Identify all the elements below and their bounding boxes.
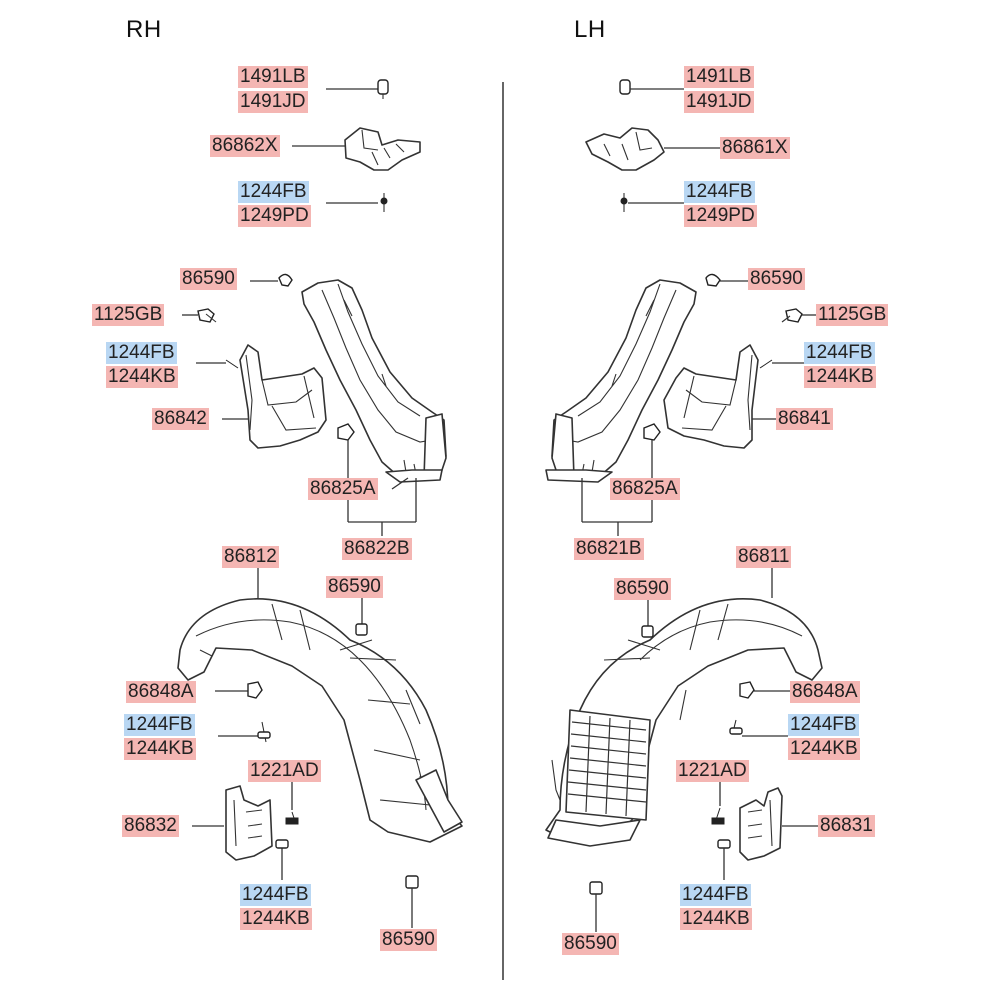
rh-rear-liner-icon	[301, 279, 447, 483]
lh-label-clip-top-2[interactable]: 1491JD	[684, 91, 754, 113]
rh-label-liner-front[interactable]: 86812	[222, 546, 279, 568]
rh-label-clip-liner[interactable]: 86590	[326, 576, 383, 598]
rh-lower-screw-icon	[275, 839, 289, 880]
rh-mud-guard-icon	[222, 344, 327, 449]
rh-label-clip-top-2[interactable]: 1491JD	[238, 91, 308, 113]
lh-clip-liner-icon	[641, 600, 654, 638]
lh-upper-screw-icon	[620, 193, 684, 212]
lh-label-screw-flap-2[interactable]: 1244KB	[804, 366, 876, 388]
rh-label-clip-bottom[interactable]: 86590	[380, 929, 437, 951]
lh-label-clip-liner[interactable]: 86590	[614, 578, 671, 600]
lh-label-clip-retainer[interactable]: 86825A	[610, 478, 680, 500]
rh-label-bolt-mid[interactable]: 1125GB	[92, 304, 165, 326]
lh-mud-guard-icon	[663, 344, 776, 449]
lh-lower-bolt-icon	[711, 782, 725, 825]
lh-label-liner-front[interactable]: 86811	[736, 546, 792, 568]
rh-lower-bolt-icon	[285, 782, 299, 825]
lh-liner-screw-icon	[729, 719, 788, 737]
rh-label-clip-grommet[interactable]: 86848A	[126, 681, 196, 703]
rh-upper-bracket-icon	[292, 127, 421, 171]
lh-liner-group-bracket	[581, 478, 653, 536]
rh-label-screw-flap-2[interactable]: 1244KB	[106, 366, 178, 388]
rh-bottom-clip-icon	[405, 875, 419, 928]
lh-label-liner-rear[interactable]: 86821B	[574, 538, 644, 560]
rh-bolt-mid-icon	[182, 308, 217, 323]
rh-liner-group-bracket	[347, 478, 417, 536]
rh-label-clip-mid[interactable]: 86590	[180, 268, 237, 290]
lh-label-bolt-mid[interactable]: 1125GB	[816, 304, 889, 326]
lh-rear-liner-icon	[545, 279, 697, 483]
lh-label-screw-lower-1[interactable]: 1244FB	[680, 884, 751, 906]
rh-label-screw-liner-1[interactable]: 1244FB	[124, 714, 195, 736]
lh-lower-bracket-icon	[739, 787, 820, 861]
rh-upper-screw-icon	[326, 193, 388, 212]
lh-label-bracket-upper[interactable]: 86861X	[720, 137, 790, 159]
lh-clip-mid-icon	[705, 273, 748, 287]
rh-label-screw-upper-1[interactable]: 1244FB	[238, 181, 309, 203]
rh-clip-mid-icon	[250, 273, 293, 287]
rh-label-bolt-lower[interactable]: 1221AD	[248, 760, 321, 782]
lh-front-liner-icon	[545, 568, 823, 847]
rh-side-title: RH	[126, 16, 162, 43]
rh-lower-bracket-icon	[192, 785, 273, 861]
rh-label-bracket-lower[interactable]: 86832	[122, 815, 179, 837]
rh-top-clip-icon	[326, 79, 389, 99]
lh-bolt-mid-icon	[781, 308, 816, 323]
lh-retainer-clip-icon	[643, 423, 661, 478]
rh-label-screw-lower-1[interactable]: 1244FB	[240, 884, 311, 906]
rh-flap-screw-icon	[196, 359, 239, 369]
rh-retainer-clip-icon	[337, 423, 355, 478]
lh-flap-screw-icon	[759, 359, 804, 369]
rh-label-clip-retainer[interactable]: 86825A	[308, 478, 378, 500]
lh-label-bracket-lower[interactable]: 86831	[818, 815, 875, 837]
lh-upper-bracket-icon	[585, 127, 720, 171]
rh-label-mud-guard[interactable]: 86842	[152, 408, 209, 430]
lh-label-clip-top-1[interactable]: 1491LB	[684, 66, 754, 88]
lh-label-clip-bottom[interactable]: 86590	[562, 933, 619, 955]
lh-side-title: LH	[574, 16, 606, 43]
rh-label-screw-upper-2[interactable]: 1249PD	[238, 205, 311, 227]
rh-liner-screw-icon	[218, 721, 271, 743]
rh-label-bracket-upper[interactable]: 86862X	[210, 135, 280, 157]
rh-label-clip-top-1[interactable]: 1491LB	[238, 66, 308, 88]
lh-label-clip-grommet[interactable]: 86848A	[790, 681, 860, 703]
rh-label-screw-lower-2[interactable]: 1244KB	[240, 908, 312, 930]
lh-label-screw-liner-2[interactable]: 1244KB	[788, 738, 860, 760]
lh-label-screw-flap-1[interactable]: 1244FB	[804, 342, 875, 364]
rh-label-liner-rear[interactable]: 86822B	[342, 538, 412, 560]
rh-clip-liner-icon	[355, 598, 368, 636]
lh-grommet-icon	[739, 681, 790, 699]
lh-label-screw-liner-1[interactable]: 1244FB	[788, 714, 859, 736]
rh-label-screw-flap-1[interactable]: 1244FB	[106, 342, 177, 364]
lh-label-clip-mid[interactable]: 86590	[748, 268, 805, 290]
rh-front-liner-icon	[177, 568, 463, 843]
lh-bottom-clip-icon	[589, 881, 603, 932]
lh-label-bolt-lower[interactable]: 1221AD	[676, 760, 749, 782]
lh-top-clip-icon	[619, 79, 684, 95]
lh-label-mud-guard[interactable]: 86841	[776, 408, 833, 430]
lh-label-screw-upper-2[interactable]: 1249PD	[684, 205, 757, 227]
rh-grommet-icon	[215, 681, 263, 699]
lh-label-screw-upper-1[interactable]: 1244FB	[684, 181, 755, 203]
rh-label-screw-liner-2[interactable]: 1244KB	[124, 738, 196, 760]
lh-label-screw-lower-2[interactable]: 1244KB	[680, 908, 752, 930]
lh-lower-screw-icon	[717, 839, 731, 880]
